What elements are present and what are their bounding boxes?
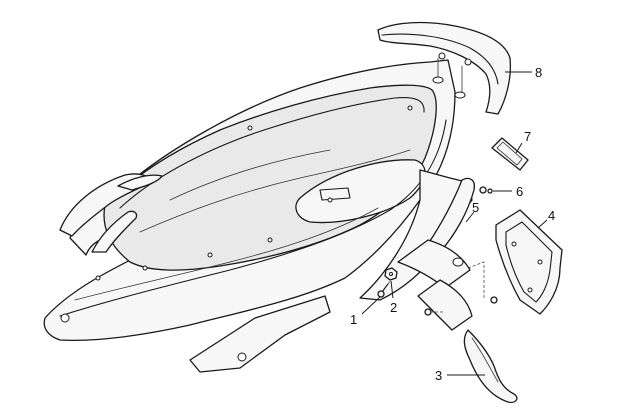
part-6-washer — [487, 188, 493, 194]
grab-rail-bolt-left — [438, 52, 446, 60]
side-rib — [117, 174, 163, 191]
tub-floor-line — [139, 149, 411, 233]
helmet-bay-step — [319, 187, 351, 201]
part-3-mudflap — [463, 329, 518, 404]
callout-8: 8 — [535, 65, 542, 80]
shell-hole-front — [60, 313, 70, 323]
part-1-screw-head — [377, 290, 385, 298]
shell-hole-1 — [95, 275, 101, 281]
mudflap-fold — [471, 337, 499, 383]
body-lower-edge-inner — [74, 207, 379, 301]
plate-hole-2 — [537, 259, 543, 265]
shell-hole-6 — [407, 105, 413, 111]
shell-hole-7 — [247, 125, 253, 131]
part-1-screw — [381, 283, 389, 293]
grab-rail-boss-left — [432, 76, 444, 84]
part-2-nut-hole — [389, 272, 393, 276]
shell-hole-2 — [142, 265, 148, 271]
callout-5: 5 — [472, 200, 479, 215]
fastener-axis-5 — [467, 261, 485, 300]
part-7-reflector — [491, 137, 529, 171]
callout-6: 6 — [516, 184, 523, 199]
left-lower-fin — [91, 210, 138, 253]
helmet-bay — [295, 159, 426, 224]
shell-hole-3 — [207, 252, 213, 258]
plate-hole-3 — [527, 287, 533, 293]
part-6-nut — [479, 186, 487, 194]
part-8-grab-rail — [377, 21, 512, 115]
bracket-screw-right — [490, 296, 498, 304]
part-5-plate-bracket — [397, 239, 471, 289]
leader-5 — [465, 211, 475, 223]
tub-ridge-line — [169, 149, 331, 201]
leader-7 — [515, 142, 523, 154]
grab-rail-boss-right — [454, 91, 466, 99]
grab-rail-edge — [381, 33, 499, 85]
lower-extension-hole — [237, 352, 247, 362]
plate-hole-1 — [511, 241, 517, 247]
part-5-lower-flap — [417, 279, 473, 331]
callout-1: 1 — [350, 312, 357, 327]
part-4-plate-frame — [495, 209, 563, 315]
part-5-mudguard-upper — [427, 177, 476, 253]
shell-hole-5 — [327, 197, 333, 203]
body-lower-extension — [189, 295, 331, 373]
callout-4: 4 — [548, 208, 555, 223]
callout-2: 2 — [390, 300, 397, 315]
storage-tub — [103, 84, 437, 271]
leader-4 — [537, 219, 548, 229]
tub-rim-line — [119, 96, 425, 209]
leader-2 — [390, 280, 394, 299]
callout-3: 3 — [435, 368, 442, 383]
callout-7: 7 — [524, 129, 531, 144]
bracket-mount-hole — [452, 257, 464, 267]
plate-frame-inner — [505, 221, 553, 303]
reflector-inner — [496, 141, 523, 166]
leader-1 — [361, 296, 381, 315]
grab-rail-bolt-right — [464, 58, 472, 66]
shell-hole-4 — [267, 237, 273, 243]
